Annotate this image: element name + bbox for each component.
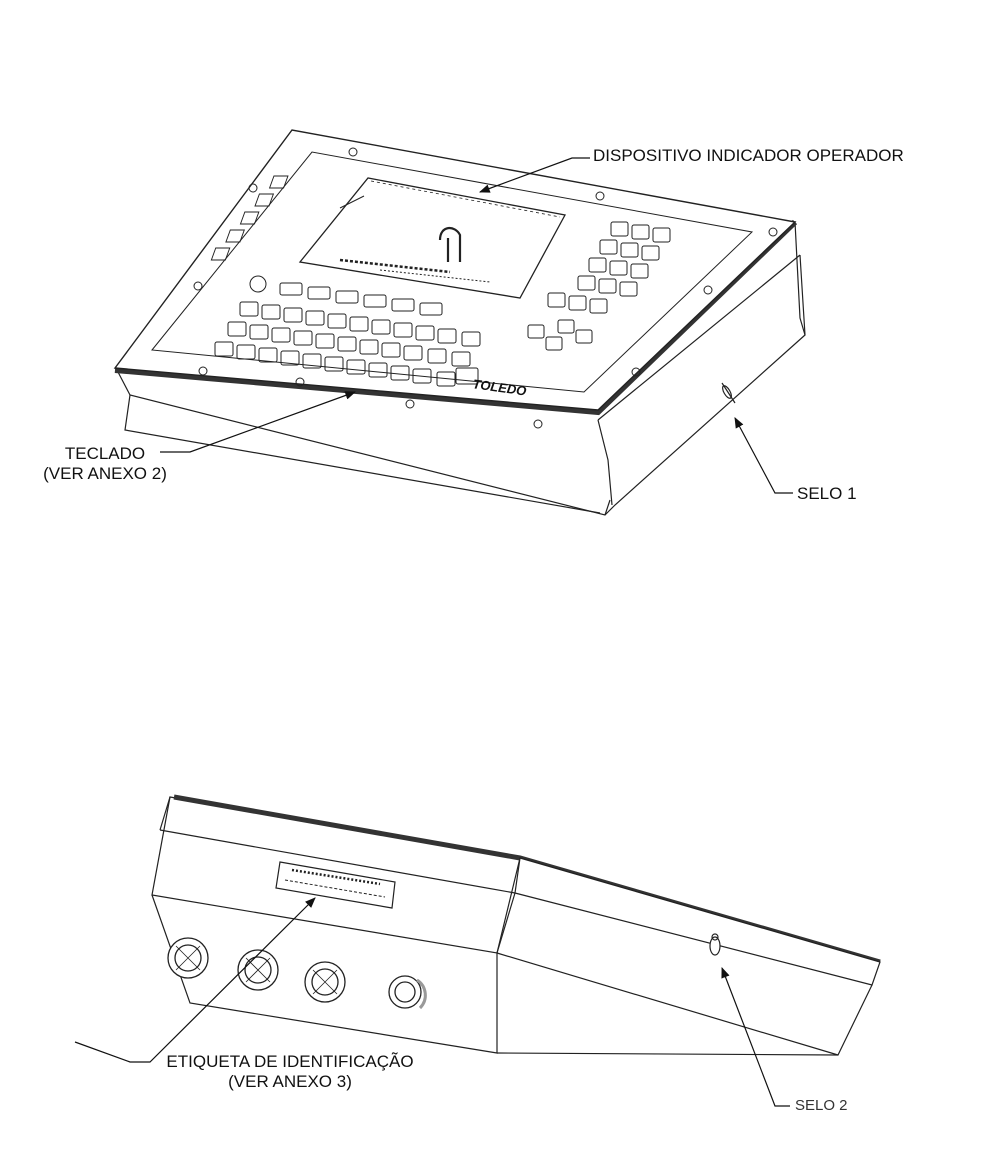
identification-callout-line2: (VER ANEXO 3) bbox=[228, 1072, 352, 1092]
keyboard-callout-line1: TECLADO bbox=[64, 444, 146, 463]
keyboard-leader bbox=[160, 391, 357, 453]
indicator-device-top-view bbox=[113, 129, 806, 516]
keyboard-callout-label: TECLADO (VER ANEXO 2) bbox=[20, 444, 190, 485]
lcd-display bbox=[298, 177, 566, 299]
bottom-leaders bbox=[74, 897, 790, 1107]
display-callout-label: DISPOSITIVO INDICADOR OPERADOR bbox=[593, 146, 904, 165]
cable-glands bbox=[167, 937, 427, 1010]
seal1-callout-label: SELO 1 bbox=[797, 484, 857, 503]
arrow-keys bbox=[527, 319, 593, 351]
label-leader bbox=[74, 897, 316, 1063]
display-leader bbox=[478, 157, 590, 193]
seal2-callout-label: SELO 2 bbox=[795, 1097, 848, 1114]
keyboard-callout-line2: (VER ANEXO 2) bbox=[43, 464, 167, 484]
identification-label-callout: ETIQUETA DE IDENTIFICAÇÃO (VER ANEXO 3) bbox=[130, 1052, 450, 1093]
numeric-keypad bbox=[547, 221, 671, 314]
identification-label bbox=[275, 861, 396, 909]
brand-logo: TOLEDO bbox=[472, 376, 528, 398]
indicator-device-side-view bbox=[151, 794, 881, 1056]
f-key-row bbox=[249, 275, 443, 316]
identification-callout-line1: ETIQUETA DE IDENTIFICAÇÃO bbox=[166, 1052, 414, 1071]
seal2-leader bbox=[721, 966, 790, 1107]
panel-screws bbox=[193, 147, 778, 429]
top-leaders bbox=[160, 157, 793, 494]
front-sloped-body bbox=[514, 857, 881, 986]
seal-2-marker bbox=[709, 933, 721, 956]
seal-1-marker bbox=[721, 382, 736, 404]
seal1-leader bbox=[734, 417, 793, 494]
qwerty-keys bbox=[214, 301, 481, 387]
function-keys bbox=[210, 175, 289, 261]
